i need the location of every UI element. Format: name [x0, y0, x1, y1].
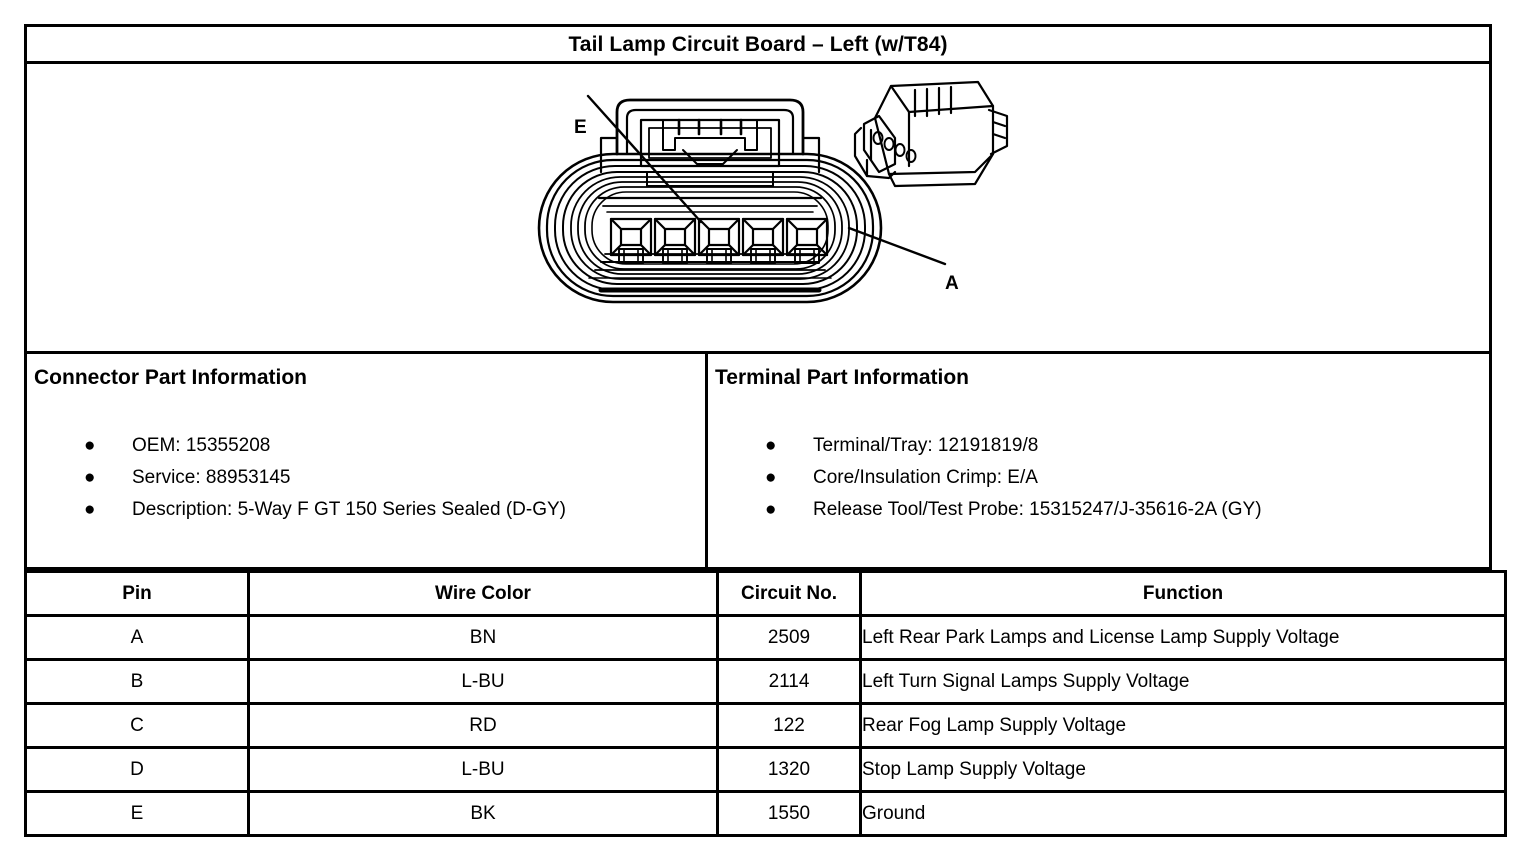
- column-header-wire-color: Wire Color: [247, 570, 719, 617]
- cell-pin: A: [24, 614, 250, 661]
- table-row: A BN 2509 Left Rear Park Lamps and Licen…: [24, 614, 1507, 661]
- cell-function: Left Turn Signal Lamps Supply Voltage: [859, 658, 1507, 705]
- list-item-label: OEM: 15355208: [132, 435, 271, 456]
- list-item: ● Description: 5-Way F GT 150 Series Sea…: [27, 494, 566, 526]
- list-item-label: Terminal/Tray: 12191819/8: [813, 435, 1039, 456]
- list-item: ● Core/Insulation Crimp: E/A: [708, 462, 1262, 494]
- cell-circuit-no: 1550: [716, 790, 862, 837]
- terminal-part-information-heading: Terminal Part Information: [715, 366, 969, 389]
- terminal-part-information: Terminal Part Information ● Terminal/Tra…: [708, 354, 1489, 567]
- column-header-pin: Pin: [24, 570, 250, 617]
- column-header-circuit-no: Circuit No.: [716, 570, 862, 617]
- connector-illustration-panel: E A: [24, 64, 1492, 354]
- cell-wire-color: BN: [247, 614, 719, 661]
- cell-wire-color: RD: [247, 702, 719, 749]
- cell-wire-color: L-BU: [247, 746, 719, 793]
- cell-function: Stop Lamp Supply Voltage: [859, 746, 1507, 793]
- list-item-label: Release Tool/Test Probe: 15315247/J-3561…: [813, 499, 1262, 520]
- cell-wire-color: BK: [247, 790, 719, 837]
- bullet-icon: ●: [84, 435, 96, 456]
- pin-assignment-table: Pin Wire Color Circuit No. Function A BN…: [24, 570, 1507, 837]
- connector-datasheet: Tail Lamp Circuit Board – Left (w/T84) E…: [24, 24, 1507, 837]
- connector-part-information-list: ● OEM: 15355208 ● Service: 88953145 ● De…: [27, 430, 566, 526]
- cell-pin: E: [24, 790, 250, 837]
- bullet-icon: ●: [765, 435, 777, 456]
- cell-pin: B: [24, 658, 250, 705]
- list-item: ● Service: 88953145: [27, 462, 566, 494]
- cell-circuit-no: 2114: [716, 658, 862, 705]
- cell-function: Ground: [859, 790, 1507, 837]
- bullet-icon: ●: [765, 467, 777, 488]
- list-item-label: Description: 5-Way F GT 150 Series Seale…: [132, 499, 566, 520]
- table-header-row: Pin Wire Color Circuit No. Function: [24, 570, 1507, 617]
- cavity-5: [785, 217, 829, 264]
- bullet-icon: ●: [765, 499, 777, 520]
- cell-circuit-no: 122: [716, 702, 862, 749]
- connector-face-diagram: [537, 80, 1009, 304]
- table-row: B L-BU 2114 Left Turn Signal Lamps Suppl…: [24, 658, 1507, 705]
- list-item-label: Core/Insulation Crimp: E/A: [813, 467, 1038, 488]
- cavity-1: [609, 217, 653, 264]
- terminal-part-information-list: ● Terminal/Tray: 12191819/8 ● Core/Insul…: [708, 430, 1262, 526]
- table-row: C RD 122 Rear Fog Lamp Supply Voltage: [24, 702, 1507, 749]
- cell-function: Rear Fog Lamp Supply Voltage: [859, 702, 1507, 749]
- terminal-cavities: [609, 217, 829, 264]
- list-item: ● Release Tool/Test Probe: 15315247/J-35…: [708, 494, 1262, 526]
- page-title: Tail Lamp Circuit Board – Left (w/T84): [568, 32, 948, 56]
- callout-label-a: A: [945, 273, 959, 294]
- cell-pin: C: [24, 702, 250, 749]
- cell-function: Left Rear Park Lamps and License Lamp Su…: [859, 614, 1507, 661]
- cavity-2: [653, 217, 697, 264]
- table-row: E BK 1550 Ground: [24, 790, 1507, 837]
- cavity-3: [697, 217, 741, 264]
- table-row: D L-BU 1320 Stop Lamp Supply Voltage: [24, 746, 1507, 793]
- list-item: ● Terminal/Tray: 12191819/8: [708, 430, 1262, 462]
- cell-circuit-no: 1320: [716, 746, 862, 793]
- connector-part-information-heading: Connector Part Information: [34, 366, 308, 389]
- bullet-icon: ●: [84, 467, 96, 488]
- connector-part-information: Connector Part Information ● OEM: 153552…: [27, 354, 708, 567]
- sheet-title-bar: Tail Lamp Circuit Board – Left (w/T84): [24, 24, 1492, 64]
- cell-circuit-no: 2509: [716, 614, 862, 661]
- connector-front-view: [537, 98, 883, 304]
- list-item-label: Service: 88953145: [132, 467, 291, 488]
- bullet-icon: ●: [84, 499, 96, 520]
- connector-isometric-inset: [853, 80, 1009, 188]
- cell-wire-color: L-BU: [247, 658, 719, 705]
- list-item: ● OEM: 15355208: [27, 430, 566, 462]
- callout-label-e: E: [574, 117, 587, 138]
- cell-pin: D: [24, 746, 250, 793]
- column-header-function: Function: [859, 570, 1507, 617]
- cavity-4: [741, 217, 785, 264]
- part-information-panels: Connector Part Information ● OEM: 153552…: [24, 354, 1492, 570]
